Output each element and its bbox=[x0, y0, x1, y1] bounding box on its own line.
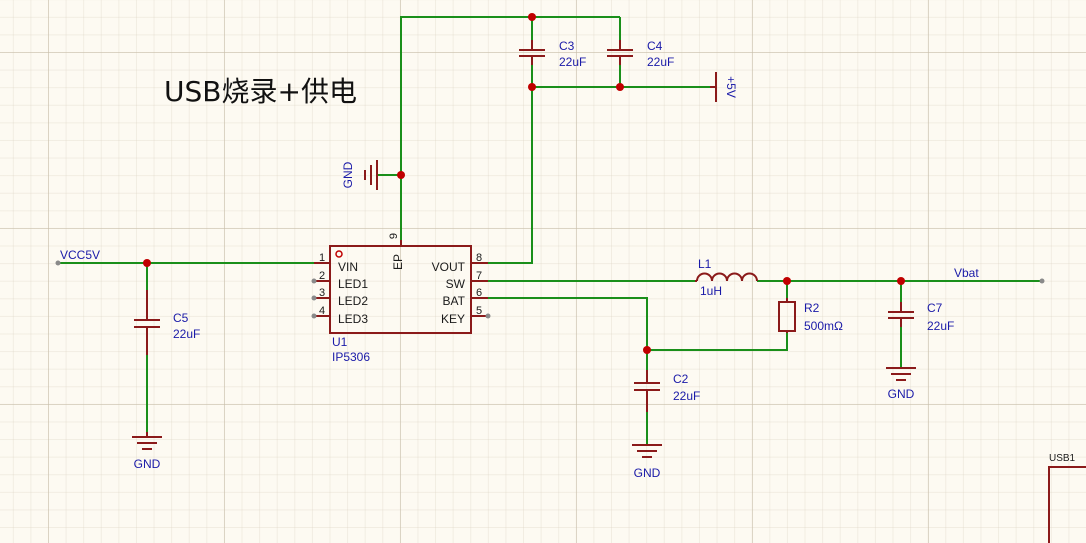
c4-ref: C4 bbox=[647, 39, 663, 53]
resistor-r2[interactable]: R2 500mΩ bbox=[778, 298, 843, 333]
wire-bat bbox=[488, 297, 788, 351]
c2-value: 22uF bbox=[673, 389, 700, 403]
c5-ref: C5 bbox=[173, 311, 189, 325]
wire-ep-to-top bbox=[400, 16, 620, 240]
inductor-l1[interactable]: L1 1uH bbox=[695, 257, 758, 298]
pin1-marker bbox=[335, 250, 343, 258]
pin-num-6: 6 bbox=[476, 287, 482, 299]
capacitor-c4[interactable]: C4 22uF bbox=[607, 39, 674, 69]
pin-num-4: 4 bbox=[319, 305, 325, 317]
gnd-label-top: GND bbox=[341, 161, 355, 188]
usb1-ref: USB1 bbox=[1049, 453, 1076, 464]
pin-name-led3: LED3 bbox=[338, 312, 368, 326]
pin-num-8: 8 bbox=[476, 252, 482, 264]
plus5v-power-port[interactable]: +5V bbox=[710, 72, 738, 102]
pin-num-3: 3 bbox=[319, 287, 325, 299]
u1-ref: U1 bbox=[332, 335, 348, 349]
plus5v-label: +5V bbox=[724, 76, 738, 98]
wire-vout bbox=[488, 87, 533, 264]
pin-num-9: 9 bbox=[388, 233, 400, 239]
capacitor-c3[interactable]: C3 22uF bbox=[519, 39, 586, 69]
c7-value: 22uF bbox=[927, 319, 954, 333]
r2-ref: R2 bbox=[804, 301, 820, 315]
pin-name-sw: SW bbox=[446, 277, 466, 291]
gnd-label-c7: GND bbox=[888, 387, 915, 401]
pin-num-2: 2 bbox=[319, 270, 325, 282]
gnd-symbol-c7[interactable]: GND bbox=[886, 367, 916, 401]
gnd-symbol-c5[interactable]: GND bbox=[132, 432, 162, 471]
pin-num-7: 7 bbox=[476, 270, 482, 282]
junctions bbox=[143, 13, 905, 354]
l1-ref: L1 bbox=[698, 257, 712, 271]
pin-name-led2: LED2 bbox=[338, 294, 368, 308]
pin-name-ep: EP bbox=[391, 254, 405, 270]
pin-endpoints bbox=[55, 260, 1045, 319]
u1-ic[interactable]: 1 2 3 4 VIN LED1 LED2 LED3 8 7 6 5 VOUT … bbox=[314, 233, 488, 364]
r2-value: 500mΩ bbox=[804, 319, 843, 333]
pin-name-led1: LED1 bbox=[338, 277, 368, 291]
gnd-label-c2: GND bbox=[634, 466, 661, 480]
c7-ref: C7 bbox=[927, 301, 943, 315]
schematic-title: USB烧录+供电 bbox=[164, 75, 357, 108]
capacitor-c7[interactable]: C7 22uF bbox=[888, 301, 954, 333]
usb1-connector[interactable]: USB1 bbox=[1048, 453, 1086, 543]
c2-ref: C2 bbox=[673, 372, 689, 386]
capacitor-c2[interactable]: C2 22uF bbox=[634, 370, 700, 412]
pin-name-key: KEY bbox=[441, 312, 465, 326]
pin-num-5: 5 bbox=[476, 305, 482, 317]
c3-value: 22uF bbox=[559, 55, 586, 69]
c3-ref: C3 bbox=[559, 39, 575, 53]
c5-value: 22uF bbox=[173, 327, 200, 341]
u1-value: IP5306 bbox=[332, 350, 370, 364]
pin-name-vin: VIN bbox=[338, 260, 358, 274]
l1-value: 1uH bbox=[700, 284, 722, 298]
pin-name-vout: VOUT bbox=[432, 260, 466, 274]
net-label-vcc5v: VCC5V bbox=[60, 248, 100, 262]
pin-num-1: 1 bbox=[319, 252, 325, 264]
gnd-symbol-c2[interactable]: GND bbox=[632, 444, 662, 480]
c4-value: 22uF bbox=[647, 55, 674, 69]
gnd-symbol-top[interactable]: GND bbox=[341, 160, 378, 190]
gnd-label-c5: GND bbox=[134, 457, 161, 471]
capacitor-c5[interactable]: C5 22uF bbox=[134, 290, 200, 355]
pin-name-bat: BAT bbox=[443, 294, 466, 308]
net-label-vbat: Vbat bbox=[954, 266, 979, 280]
